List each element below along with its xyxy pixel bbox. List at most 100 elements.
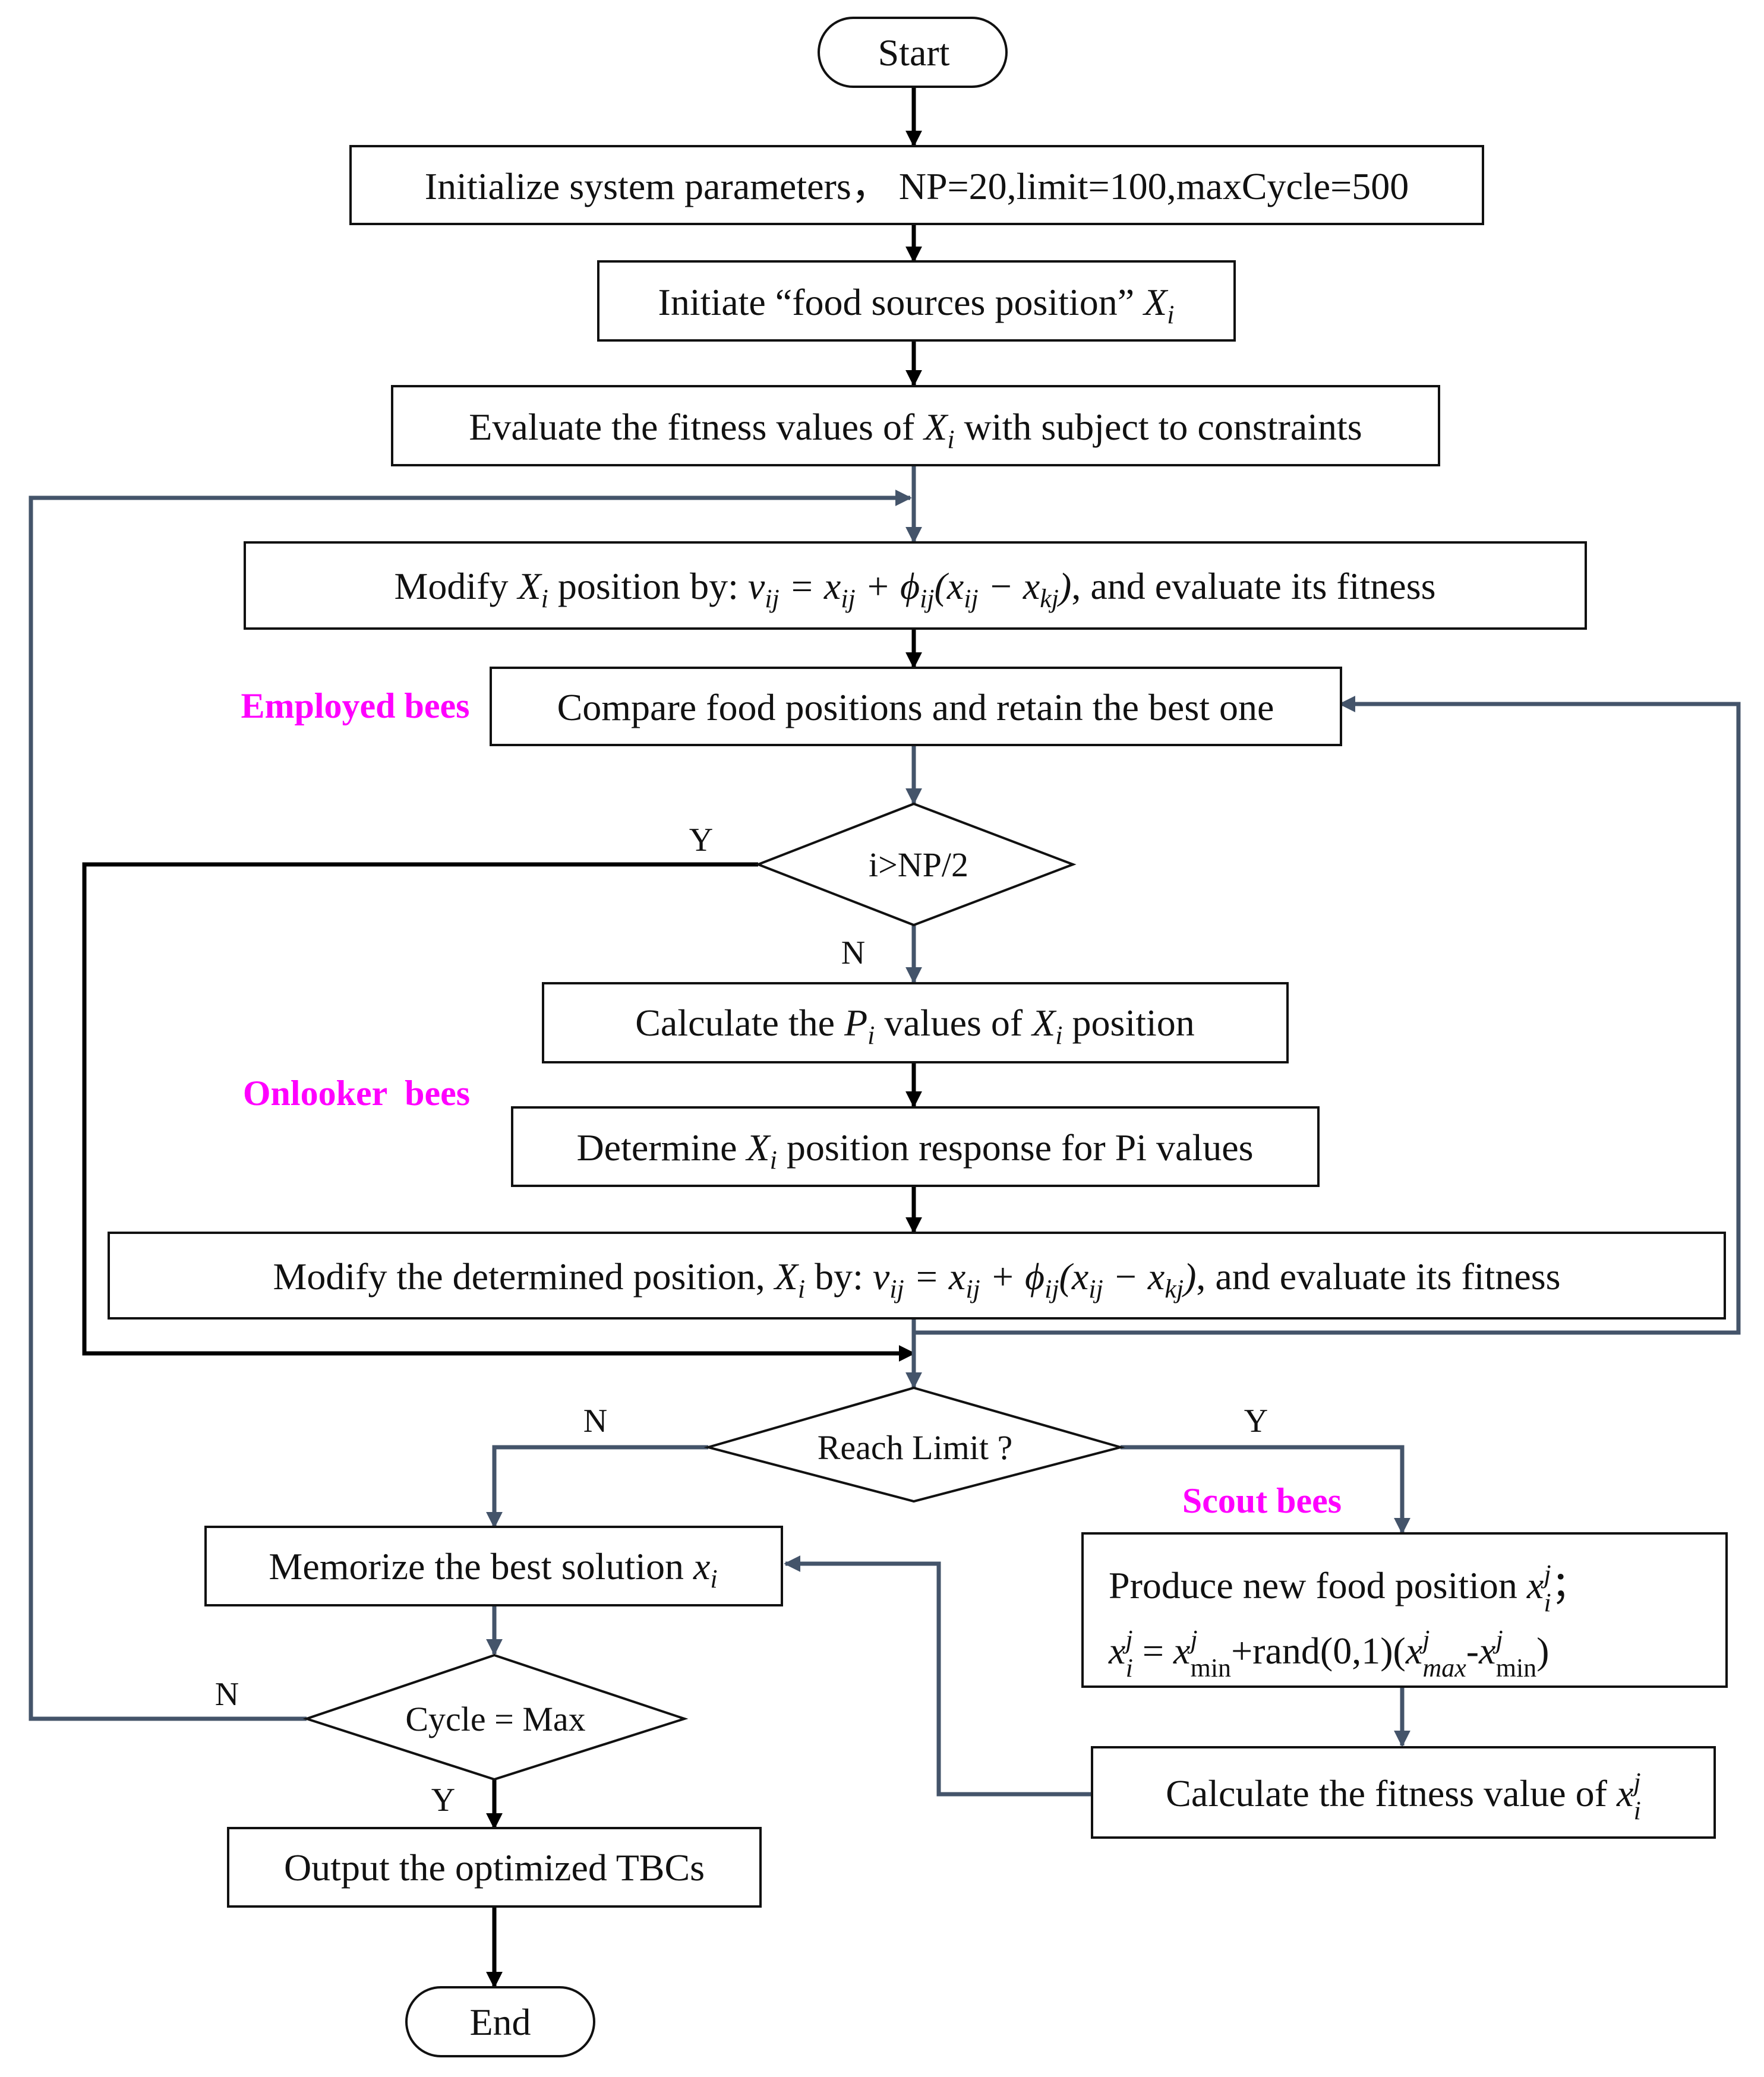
var-sub-i: i <box>710 1564 717 1593</box>
determine-text-a: Determine <box>576 1126 746 1169</box>
stage-label-onlooker: Onlooker bees <box>243 1074 470 1113</box>
step-determine-label: Determine Xi position response for Pi va… <box>576 1126 1253 1175</box>
sup-j: j <box>1630 1767 1640 1797</box>
modify2-text-tail: , and evaluate its fitness <box>1196 1255 1560 1298</box>
decision-cycle-label: Cycle = Max <box>405 1700 585 1738</box>
modify-text-b: position by: <box>548 565 748 607</box>
var-sub-i: i <box>541 584 548 613</box>
stage-label-scout: Scout bees <box>1182 1481 1342 1520</box>
edge-label-cycle-no: N <box>215 1676 239 1713</box>
step-initiate: Initiate “food sources position” Xi <box>597 260 1236 342</box>
var-x-lower: x <box>693 1545 710 1587</box>
sub-i: i <box>1544 1588 1551 1617</box>
var-x: X <box>1030 1002 1057 1044</box>
var-p: P <box>844 1002 867 1044</box>
memorize-text: Memorize the best solution <box>269 1545 693 1587</box>
step-initiate-label: Initiate “food sources position” Xi <box>658 281 1175 329</box>
evaluate-text-b: with subject to constraints <box>955 406 1362 448</box>
edge-label-limit-yes: Y <box>1244 1403 1268 1440</box>
modify2-text-b: by: <box>805 1255 873 1298</box>
step-modify-position: Modify Xi position by: vij = xij + ϕij(x… <box>244 541 1587 630</box>
var-sub-i: i <box>867 1021 875 1050</box>
end-terminal: End <box>405 1986 595 2057</box>
edge-label-np-yes: Y <box>689 822 713 858</box>
step-output: Output the optimized TBCs <box>227 1827 762 1908</box>
step-initialize-label: Initialize system parameters， NP=20,limi… <box>425 165 1409 207</box>
edge-label-np-no: N <box>841 935 865 971</box>
step-output-label: Output the optimized TBCs <box>284 1846 705 1889</box>
determine-text-b: position response for Pi values <box>777 1126 1254 1169</box>
var-x: X <box>773 1255 800 1298</box>
decision-cycle: Cycle = Max <box>302 1653 689 1781</box>
end-label: End <box>469 2001 531 2043</box>
calc-text-c: position <box>1063 1002 1195 1044</box>
step-memorize: Memorize the best solution xi <box>204 1526 783 1606</box>
edge-labels: Y N N Y N Y <box>215 822 1268 1819</box>
produce-eq-mid: = <box>1133 1630 1173 1672</box>
var-sub-i: i <box>1055 1021 1062 1050</box>
decision-np-label: i>NP/2 <box>869 845 968 884</box>
step-modify-position-label: Modify Xi position by: vij = xij + ϕij(x… <box>394 565 1435 613</box>
arrow-cycle-no-loop <box>29 490 912 1721</box>
modify2-text-a: Modify the determined position, <box>273 1255 774 1298</box>
var-sub-i: i <box>798 1274 805 1303</box>
arrow-calc-fitness-to-memorize <box>784 1555 1092 1797</box>
var-sub-i: i <box>770 1145 777 1175</box>
produce-semicolon: ； <box>1551 1564 1589 1606</box>
var-x: X <box>745 1126 772 1169</box>
var-sub-i: i <box>947 425 954 454</box>
arrow-np-yes-bypass <box>82 862 916 1362</box>
step-modify-determined-label: Modify the determined position, Xi by: v… <box>273 1255 1560 1303</box>
decision-np: i>NP/2 <box>755 802 1077 927</box>
step-calculate-pi-label: Calculate the Pi values of Xi position <box>635 1002 1195 1050</box>
stage-label-employed: Employed bees <box>241 686 469 725</box>
var-x-lower: x <box>1616 1772 1633 1814</box>
produce-text-a: Produce new food position <box>1109 1564 1527 1606</box>
var-x: X <box>516 565 542 607</box>
decision-limit: Reach Limit ? <box>703 1386 1125 1503</box>
edge-label-cycle-yes: Y <box>431 1782 455 1819</box>
start-terminal: Start <box>818 17 1008 88</box>
produce-eq-minus: - <box>1466 1630 1479 1672</box>
edge-label-limit-no: N <box>583 1403 607 1440</box>
step-modify-determined: Modify the determined position, Xi by: v… <box>108 1232 1726 1320</box>
var-x: X <box>922 406 949 448</box>
calc-text-a: Calculate the <box>635 1002 844 1044</box>
calc-text-b: values of <box>875 1002 1032 1044</box>
sup-j: j <box>1541 1560 1551 1589</box>
step-memorize-label: Memorize the best solution xi <box>269 1545 717 1593</box>
calc-fitness-text: Calculate the fitness value of <box>1166 1772 1617 1814</box>
var-x-lower: x <box>1526 1564 1544 1606</box>
modify-text-tail: , and evaluate its fitness <box>1071 565 1435 607</box>
produce-eq-close: ) <box>1536 1630 1549 1672</box>
step-evaluate: Evaluate the fitness values of Xi with s… <box>391 385 1440 466</box>
arrow-limit-no-to-memorize <box>486 1445 708 1529</box>
step-initiate-text: Initiate “food sources position” <box>658 281 1144 323</box>
arrow-loop-to-compare <box>914 696 1741 1335</box>
evaluate-text-a: Evaluate the fitness values of <box>469 406 924 448</box>
step-evaluate-label: Evaluate the fitness values of Xi with s… <box>469 406 1362 454</box>
step-calculate-pi: Calculate the Pi values of Xi position <box>542 982 1289 1063</box>
equation-onlooker: vij = xij + ϕij(xij − xkj) <box>873 1255 1197 1303</box>
var-x: X <box>1142 281 1169 323</box>
var-sub-i: i <box>1167 300 1174 329</box>
decision-limit-label: Reach Limit ? <box>818 1428 1013 1467</box>
connectors <box>29 87 1741 1988</box>
arrow-limit-yes-to-produce <box>1121 1445 1410 1535</box>
step-initialize: Initialize system parameters， NP=20,limi… <box>349 145 1484 225</box>
step-determine: Determine Xi position response for Pi va… <box>511 1106 1320 1187</box>
step-compare: Compare food positions and retain the be… <box>490 667 1342 746</box>
modify-text-a: Modify <box>394 565 517 607</box>
step-compare-label: Compare food positions and retain the be… <box>557 686 1274 728</box>
sub-i: i <box>1634 1796 1641 1825</box>
produce-eq-rand: +rand(0,1)( <box>1231 1630 1406 1672</box>
equation-employed: vij = xij + ϕij(xij − xkj) <box>748 565 1072 613</box>
stage-labels: Employed bees Onlooker bees Scout bees <box>241 686 1342 1520</box>
start-label: Start <box>878 31 950 74</box>
